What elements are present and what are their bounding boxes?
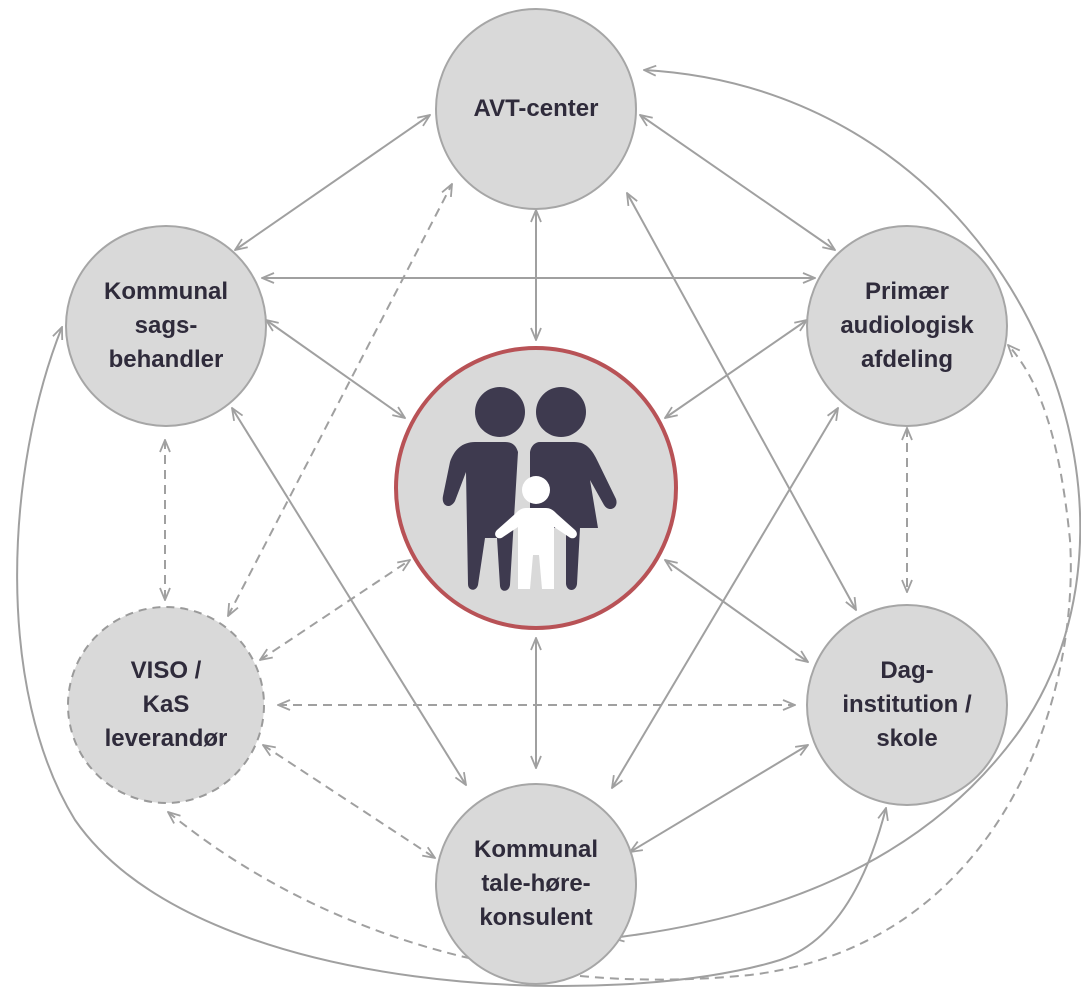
arrow-center-dag (665, 560, 808, 662)
arrow-avt-primaer (640, 115, 835, 250)
arrow-viso-primaer-curve (168, 345, 1072, 981)
node-avt-center (435, 8, 637, 210)
family-icon (442, 387, 617, 591)
node-daginstitution (806, 604, 1008, 806)
node-tale-hore-konsulent (435, 783, 637, 985)
label-viso-kas: VISO / KaS leverandør (104, 657, 228, 752)
arrow-dag-tale (630, 745, 808, 852)
arrow-primaer-center (665, 320, 807, 418)
adult-right-body (530, 442, 617, 590)
arrow-viso-tale (263, 745, 435, 858)
label-tale-hore-konsulent: Kommunal tale-høre- konsulent (473, 836, 598, 931)
adult-left-body (442, 442, 518, 591)
node-viso-kas (67, 606, 265, 804)
label-primaer-audiologisk: Primær audiologisk afdeling (840, 278, 974, 373)
adult-left-head (475, 387, 525, 437)
adult-right-head (536, 387, 586, 437)
child-head (522, 476, 550, 504)
label-kommunal-sagsbehandler: Kommunal sags- behandler (103, 278, 228, 373)
arrow-avt-tale-curve (612, 70, 1081, 938)
child-body (495, 508, 577, 589)
arrow-kommunal-dag-curve (16, 327, 886, 987)
node-primaer-audiologisk (806, 225, 1008, 427)
arrow-kommunal-center (266, 320, 405, 418)
node-kommunal-sagsbehandler (65, 225, 267, 427)
label-avt-center: AVT-center (473, 95, 599, 122)
label-daginstitution: Dag- institution / skole (842, 657, 972, 752)
